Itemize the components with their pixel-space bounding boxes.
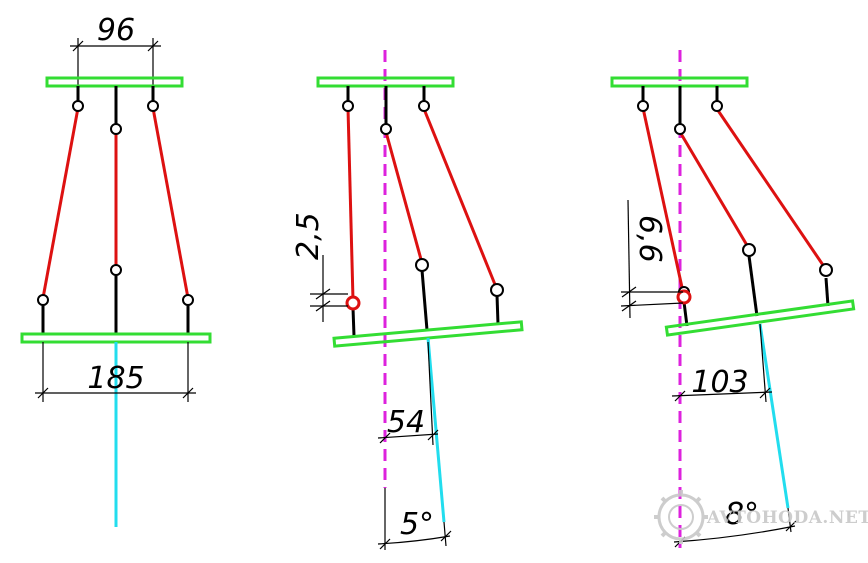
cyan-axis [758,323,790,509]
top-crossbar [610,76,749,88]
dim-shift-label: 54 [387,405,425,440]
dim-shift-label: 103 [691,365,748,400]
bottom-stems [682,255,830,327]
dim-angle [377,488,452,550]
pivots [637,100,833,298]
pivots [342,100,504,297]
bottom-stems [41,273,190,334]
links [346,107,498,301]
panel-straight: 96 [20,13,212,527]
dim-vertical-offset-label: 6,6 [632,215,667,263]
dim-vertical-offset-label: 2,5 [291,212,326,260]
dim-shift [377,341,439,446]
dim-bottom-width-label: 185 [87,361,144,396]
pivot-highlight [676,289,692,305]
panel-5deg: 2,5 54 5° [291,50,524,550]
dim-top-width-label: 96 [97,13,135,48]
dim-vertical-offset [620,199,684,319]
panel-8deg: 6,6 103 8° [610,50,856,548]
links [641,107,827,293]
bottom-crossbar [20,332,212,344]
dim-vertical-offset [310,255,348,322]
top-stems [641,86,719,129]
pivots [37,100,194,306]
top-crossbar [316,76,455,88]
watermark: AVTOHODA.NET [654,490,868,544]
pivot-highlight [345,295,361,311]
bottom-stems [351,269,500,337]
dim-angle-label: 8° [725,497,759,532]
top-crossbar [45,76,184,88]
bottom-crossbar [664,299,856,337]
top-stems [346,86,426,129]
dim-shift [671,323,773,403]
links [41,107,190,299]
watermark-logo-icon [654,490,708,544]
dim-bottom-width [35,342,196,402]
watermark-text: AVTOHODA.NET [706,508,868,528]
cyan-axis [426,337,446,523]
dim-angle-label: 5° [400,507,434,542]
top-stems [76,86,155,129]
